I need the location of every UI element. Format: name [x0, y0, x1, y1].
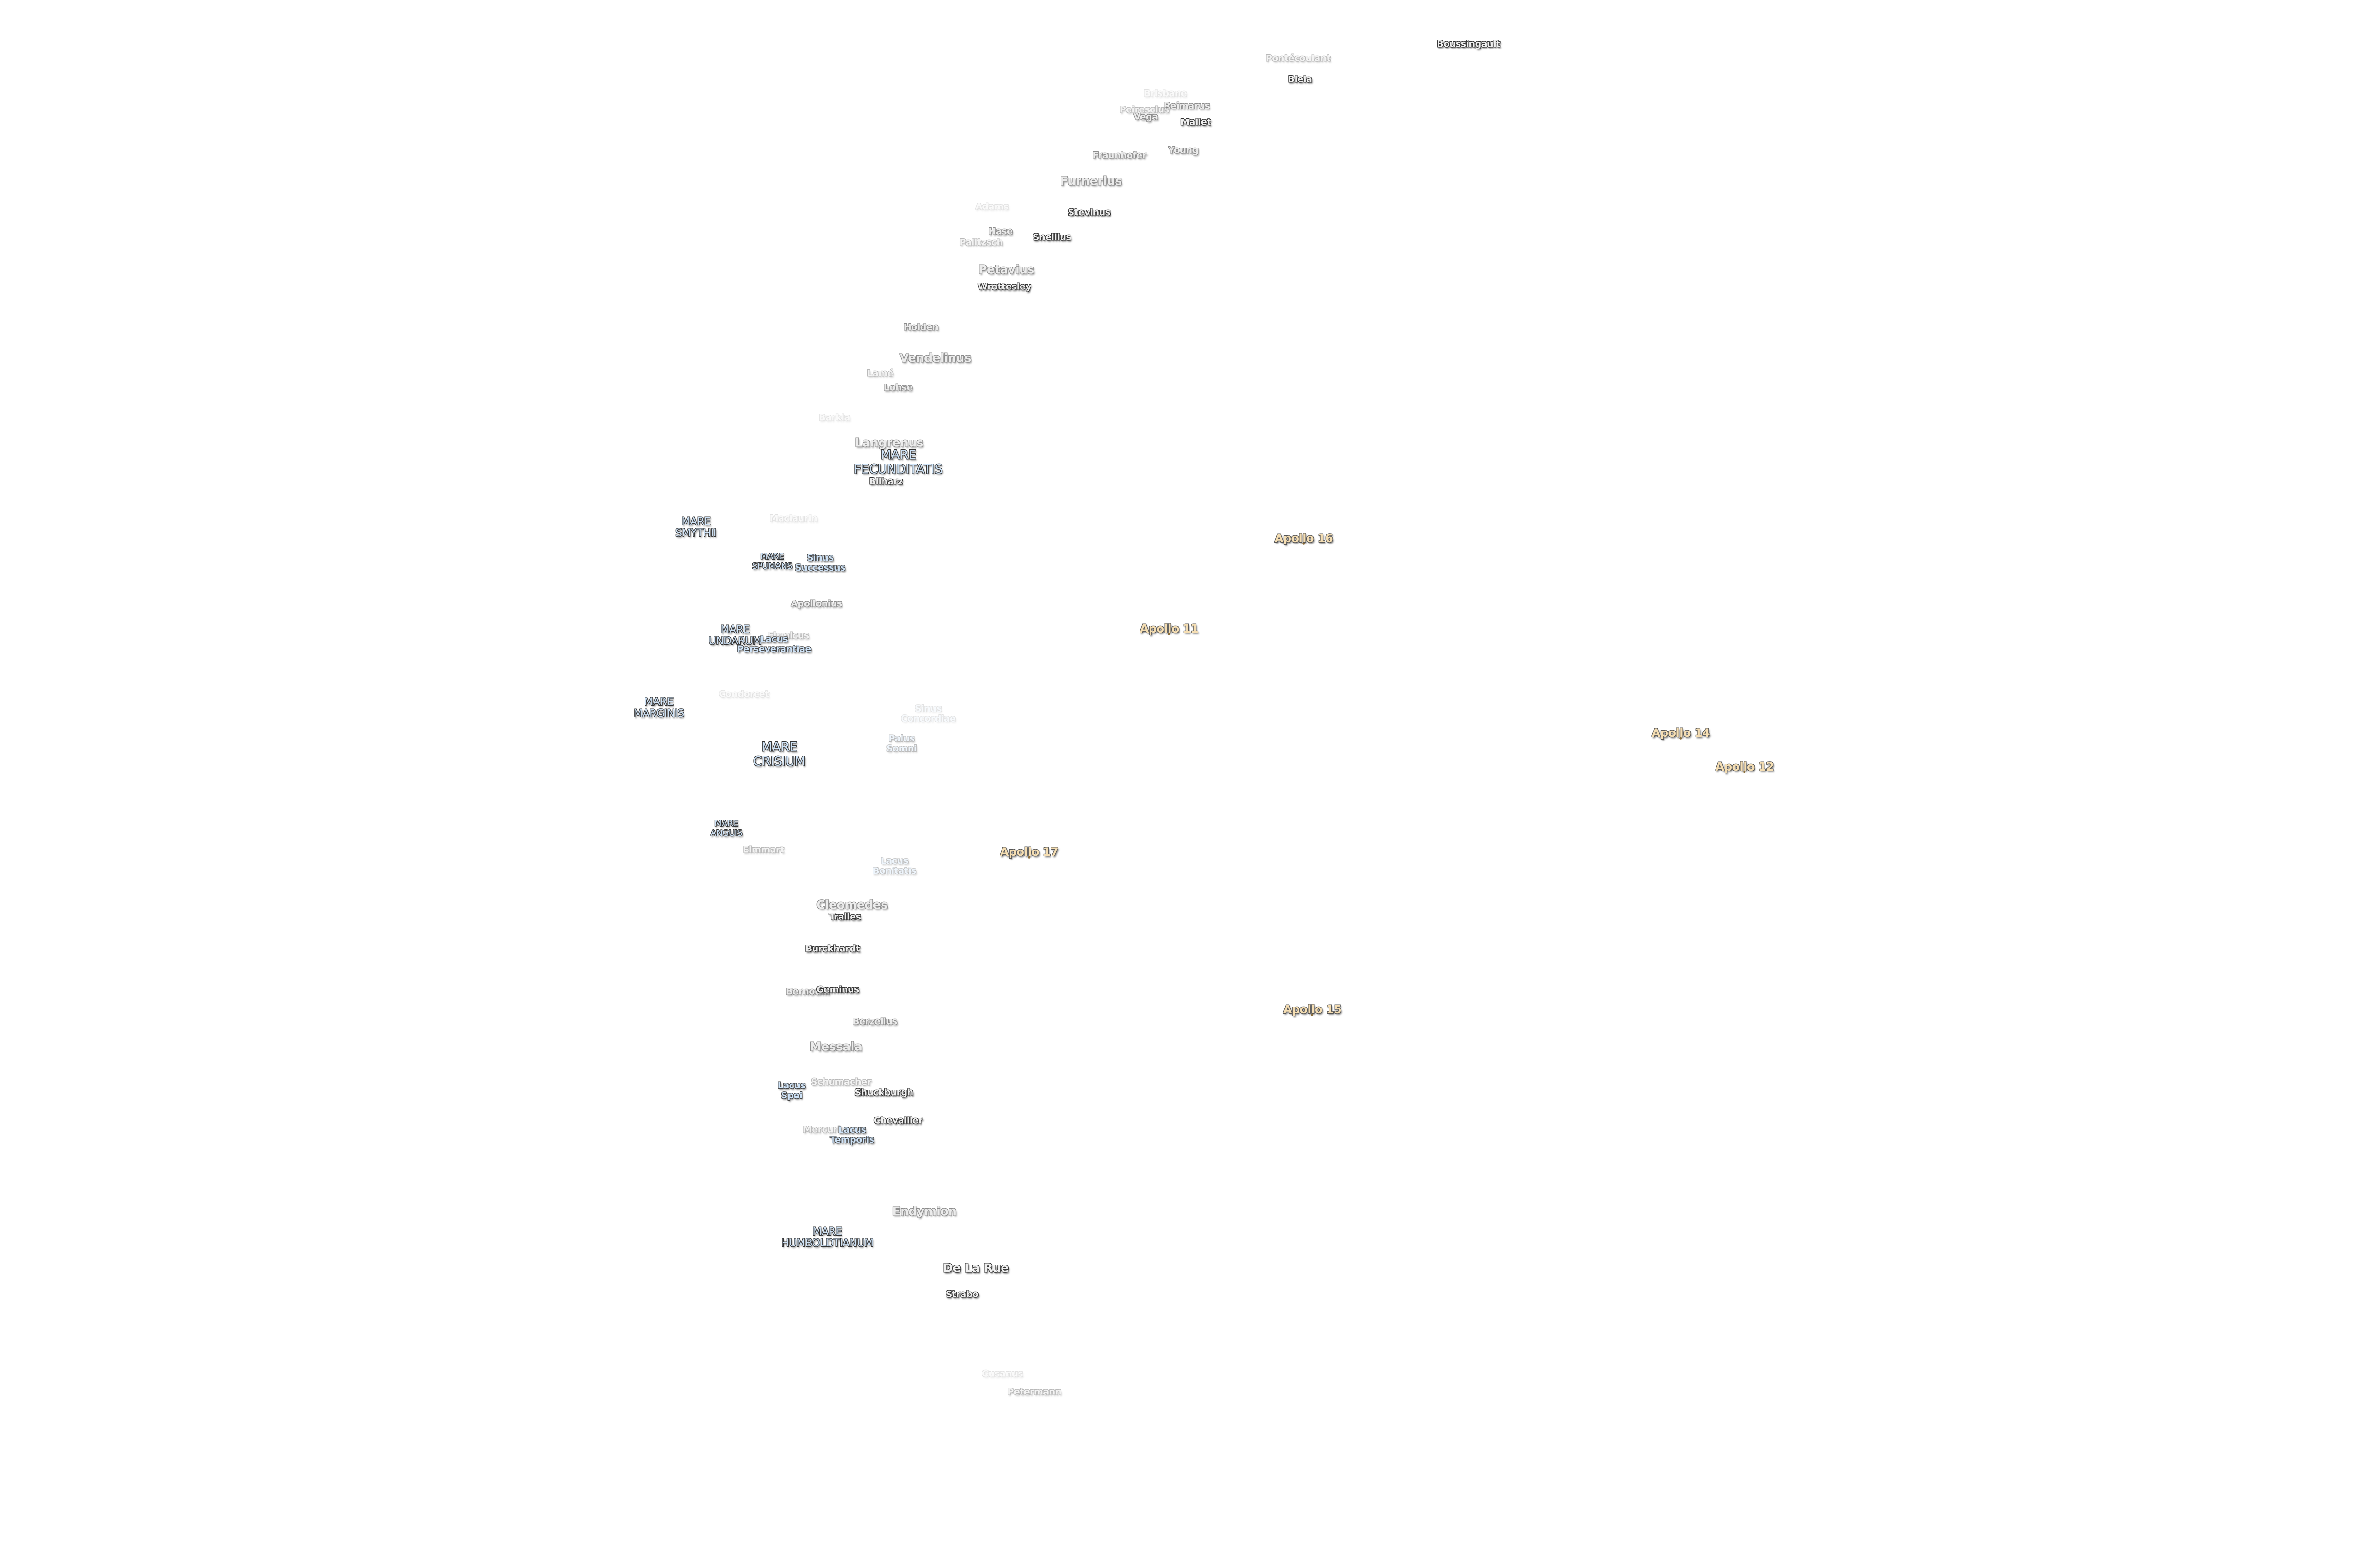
mare-label: MARE MARGINIS: [634, 696, 684, 720]
crater-label: Geminus: [816, 984, 859, 995]
apollo-site-label[interactable]: Apollo 15: [1283, 1002, 1342, 1017]
lacus-label: Sinus Successus: [795, 553, 845, 573]
crater-label: Cusanus: [982, 1368, 1023, 1379]
crater-label: Mercurius: [803, 1124, 852, 1135]
apollo-site-label[interactable]: Apollo 16: [1274, 531, 1333, 545]
apollo-site-name: Apollo 12: [1715, 760, 1774, 773]
crater-label: Apollonius: [791, 598, 842, 609]
crater-label: Barkla: [819, 412, 850, 423]
crater-label: Elmmart: [743, 844, 784, 855]
landing-site-marker-icon: [1028, 856, 1031, 859]
lacus-label: Sinus Concordiae: [901, 703, 956, 724]
apollo-site-name: Apollo 15: [1283, 1002, 1342, 1016]
crater-label: Condorcet: [719, 689, 769, 700]
crater-label: Berzelius: [852, 1016, 898, 1027]
crater-label: Shuckburgh: [854, 1087, 913, 1098]
crater-label: Furnerius: [1060, 174, 1122, 188]
lacus-label: Lacus Spei: [777, 1080, 806, 1101]
crater-label: Stevinus: [1068, 207, 1111, 218]
apollo-site-name: Apollo 17: [1000, 845, 1059, 859]
crater-label: Lamé: [867, 368, 893, 379]
lacus-label: Lacus Bonitatis: [873, 856, 916, 876]
crater-label: Bilharz: [869, 476, 903, 487]
mare-label: MARE CRISIUM: [753, 740, 806, 769]
crater-label: Snellius: [1032, 232, 1071, 243]
crater-label: Peiresclus: [1119, 104, 1170, 115]
crater-label: Vendelinus: [899, 351, 972, 365]
crater-label: Mallet: [1180, 117, 1211, 128]
crater-label: Langrenus: [855, 435, 923, 450]
mare-label: MARE SMYTHII: [675, 515, 716, 539]
crater-label: Endymion: [892, 1204, 957, 1218]
crater-label: Pontécoulant: [1265, 53, 1331, 64]
crater-label: Strabo: [945, 1289, 979, 1300]
apollo-site-label[interactable]: Apollo 14: [1651, 726, 1710, 740]
crater-label: Young: [1168, 145, 1199, 156]
crater-label: Maclaurin: [769, 513, 818, 524]
apollo-site-label[interactable]: Apollo 17: [1000, 845, 1059, 859]
apollo-site-name: Apollo 14: [1651, 726, 1710, 740]
mare-label: MARE FECUNDITATIS: [853, 447, 943, 476]
crater-label: Vega: [1133, 111, 1158, 122]
crater-label: Biela: [1288, 74, 1312, 85]
crater-label: Cleomedes: [816, 898, 888, 912]
crater-label: Bernoulli: [786, 986, 830, 997]
crater-label: Palitzsch: [959, 237, 1003, 248]
mare-label: MARE UNDARUM: [708, 623, 762, 647]
landing-site-marker-icon: [1168, 633, 1170, 636]
crater-label: Chevallier: [873, 1115, 923, 1126]
lacus-label: Palus Somni: [886, 733, 917, 754]
crater-label: Burckhardt: [805, 943, 860, 954]
crater-label: Messala: [809, 1039, 863, 1054]
apollo-site-name: Apollo 11: [1140, 622, 1199, 635]
crater-label: Petermann: [1007, 1386, 1061, 1397]
lacus-label: Lacus Temporis: [830, 1125, 874, 1145]
crater-label: Adams: [975, 201, 1009, 212]
mare-label: MARE ANGUIS: [710, 819, 743, 838]
crater-label: Lohse: [883, 382, 913, 393]
apollo-site-label[interactable]: Apollo 12: [1715, 760, 1774, 774]
crater-label: Schumacher: [811, 1077, 872, 1087]
crater-label: De La Rue: [943, 1261, 1009, 1275]
lacus-label: Lacus Perseverantiae: [737, 634, 811, 654]
crater-label: Hase: [988, 226, 1013, 237]
crater-label: Firmicus: [767, 630, 809, 641]
landing-site-marker-icon: [1743, 771, 1746, 774]
mare-label: MARE SPUMANS: [752, 552, 793, 571]
crater-label: Brisbane: [1143, 88, 1187, 99]
crater-label: Holden: [903, 322, 939, 333]
apollo-site-name: Apollo 16: [1274, 531, 1333, 545]
crater-label: Reimarus: [1163, 100, 1210, 111]
apollo-site-label[interactable]: Apollo 11: [1140, 622, 1199, 636]
crater-label: Tralles: [829, 911, 861, 922]
crater-label: Boussingault: [1437, 39, 1500, 49]
crater-label: Petavius: [978, 262, 1034, 277]
mare-label: MARE HUMBOLDTIANUM: [781, 1226, 873, 1249]
landing-site-marker-icon: [1302, 543, 1305, 545]
landing-site-marker-icon: [1311, 1014, 1314, 1017]
landing-site-marker-icon: [1679, 737, 1682, 740]
crater-label: Fraunhofer: [1092, 150, 1147, 161]
crater-label: Wrottesley: [977, 281, 1031, 292]
